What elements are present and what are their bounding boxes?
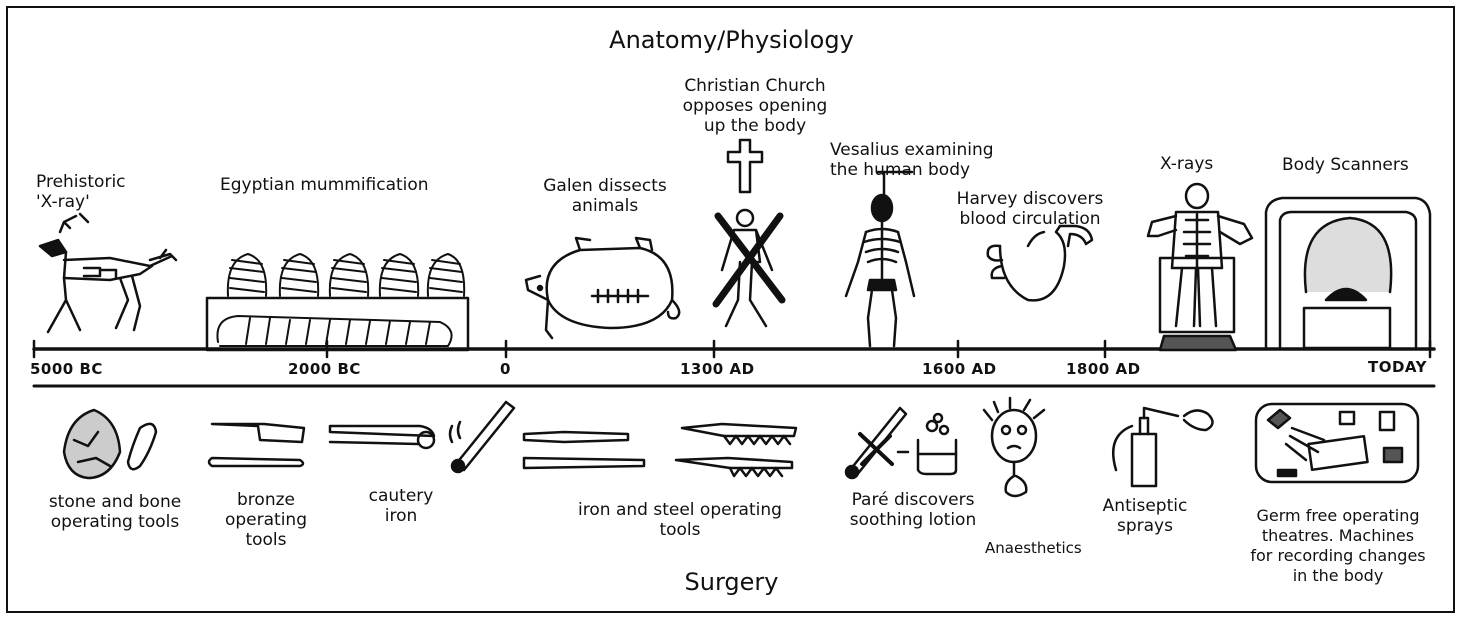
label-harvey: Harvey discovers blood circulation (940, 189, 1120, 229)
bronze-tools-icon (209, 424, 304, 466)
stone-and-bone-tools-icon (64, 410, 156, 478)
iron-steel-tools-icon (524, 424, 796, 476)
anatomy-title: Anatomy/Physiology (0, 26, 1463, 54)
label-antiseptic: Antiseptic sprays (1070, 496, 1220, 536)
year-0: 0 (500, 360, 511, 378)
year-1600ad: 1600 AD (922, 360, 997, 378)
anaesthetics-face-icon (984, 398, 1044, 496)
label-stone-bone: stone and bone operating tools (30, 492, 200, 532)
year-5000bc: 5000 BC (30, 360, 103, 378)
egyptian-mummies-icon (207, 254, 468, 350)
crossed-out-body-icon (716, 210, 782, 326)
year-today: TODAY (1368, 358, 1427, 376)
label-iron-steel: iron and steel operating tools (530, 500, 830, 540)
harvey-heart-icon (988, 226, 1092, 300)
label-xrays: X-rays (1160, 154, 1213, 174)
body-scanner-icon (1266, 198, 1430, 348)
church-cross-icon (728, 140, 762, 192)
cautery-iron-icon (330, 402, 514, 472)
label-prehistoric: Prehistoric 'X-ray' (36, 172, 126, 212)
label-egyptian: Egyptian mummification (220, 175, 429, 195)
year-2000bc: 2000 BC (288, 360, 361, 378)
year-1800ad: 1800 AD (1066, 360, 1141, 378)
label-germ-free: Germ free operating theatres. Machines f… (1228, 506, 1448, 586)
xray-person-icon (1148, 184, 1252, 350)
year-1300ad: 1300 AD (680, 360, 755, 378)
label-church: Christian Church opposes opening up the … (655, 76, 855, 136)
germ-free-theatre-icon (1256, 404, 1418, 482)
label-anaesthetics: Anaesthetics (985, 538, 1082, 558)
antiseptic-spray-icon (1113, 408, 1212, 486)
pare-lotion-icon (846, 408, 956, 478)
label-galen: Galen dissects animals (520, 176, 690, 216)
vesalius-skeleton-icon (846, 172, 914, 346)
label-body-scanners: Body Scanners (1282, 155, 1409, 175)
label-pare: Paré discovers soothing lotion (828, 490, 998, 530)
label-cautery: cautery iron (346, 486, 456, 526)
label-vesalius: Vesalius examining the human body (830, 140, 994, 180)
label-bronze: bronze operating tools (206, 490, 326, 550)
galen-pig-icon (526, 238, 679, 338)
prehistoric-xray-animal-icon (40, 214, 176, 332)
